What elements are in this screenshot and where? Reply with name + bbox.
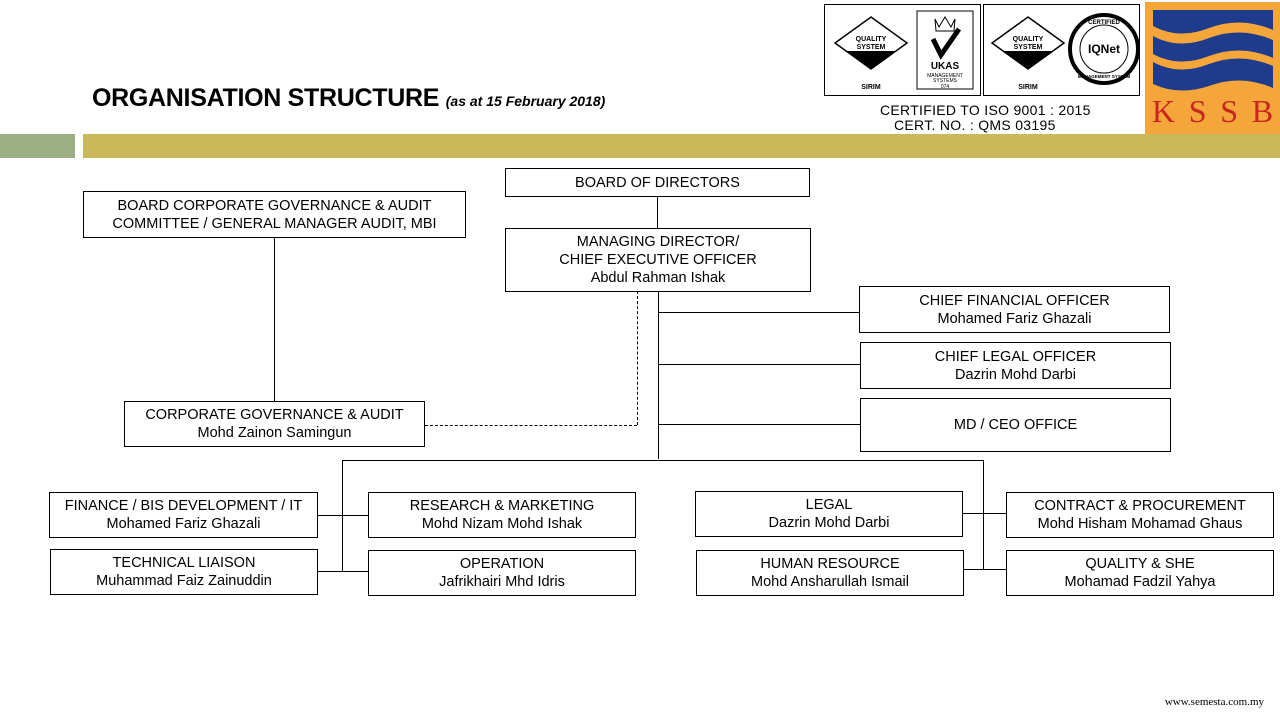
- title-main: ORGANISATION STRUCTURE: [92, 84, 440, 112]
- svg-text:MANAGEMENT: MANAGEMENT: [927, 73, 963, 79]
- box-title-line2: CHIEF EXECUTIVE OFFICER: [559, 252, 757, 268]
- md-ceo-office-box: MD / CEO OFFICE: [860, 398, 1171, 452]
- svg-text:UKAS: UKAS: [931, 61, 960, 72]
- box-title: MANAGING DIRECTOR/: [576, 234, 740, 250]
- quality-system-sirim-icon: QUALITY SYSTEM SIRIM UKAS MANAGEMENT SYS…: [833, 10, 974, 91]
- connector-hr-quality: [963, 569, 1006, 570]
- box-person-name: Mohd Ansharullah Ismail: [751, 574, 909, 590]
- finance-bis-development-box: FINANCE / BIS DEVELOPMENT / IT Mohamed F…: [49, 492, 318, 538]
- box-title-line2: COMMITTEE / GENERAL MANAGER AUDIT, MBI: [112, 215, 437, 232]
- svg-text:SIRIM: SIRIM: [1018, 84, 1038, 91]
- header-band-right: [83, 134, 1280, 158]
- logo-letter: K: [1151, 93, 1175, 129]
- svg-text:IQNet: IQNet: [1088, 42, 1120, 56]
- box-title: QUALITY & SHE: [1085, 556, 1195, 572]
- connector-md-office: [658, 424, 860, 425]
- human-resource-box: HUMAN RESOURCE Mohd Ansharullah Ismail: [696, 550, 964, 596]
- title-date: (as at 15 February 2018): [445, 93, 606, 109]
- wave-emblem-icon: [1153, 10, 1273, 91]
- logo-letter: B: [1251, 93, 1274, 129]
- box-title: HUMAN RESOURCE: [760, 556, 900, 572]
- connector-clo: [658, 364, 860, 365]
- box-person-name: Mohamed Fariz Ghazali: [937, 310, 1092, 327]
- box-person-name: Mohamad Fadzil Yahya: [1064, 574, 1216, 590]
- box-person-name: Muhammad Faiz Zainuddin: [96, 573, 272, 589]
- box-title: LEGAL: [805, 497, 853, 513]
- svg-text:SYSTEMS: SYSTEMS: [933, 78, 958, 84]
- page-title: ORGANISATION STRUCTURE (as at 15 Februar…: [92, 84, 605, 113]
- box-title: CHIEF LEGAL OFFICER: [934, 348, 1097, 365]
- dashed-connector-horizontal: [425, 425, 637, 426]
- board-of-directors-box: BOARD OF DIRECTORS: [505, 168, 810, 197]
- svg-text:CERTIFIED: CERTIFIED: [1088, 20, 1120, 26]
- kssb-logo: K S S B: [1145, 2, 1280, 134]
- svg-text:SIRIM: SIRIM: [861, 84, 881, 91]
- technical-liaison-box: TECHNICAL LIAISON Muhammad Faiz Zainuddi…: [50, 549, 318, 595]
- footer-url: www.semesta.com.my: [1164, 696, 1264, 708]
- operation-box: OPERATION Jafrikhairi Mhd Idris: [368, 550, 636, 596]
- connector-md-trunk: [658, 291, 659, 459]
- logo-letter: S: [1220, 93, 1239, 129]
- box-title: CORPORATE GOVERNANCE & AUDIT: [145, 407, 404, 423]
- audit-committee-box: BOARD CORPORATE GOVERNANCE & AUDIT COMMI…: [83, 191, 466, 238]
- quality-she-box: QUALITY & SHE Mohamad Fadzil Yahya: [1006, 550, 1274, 596]
- research-marketing-box: RESEARCH & MARKETING Mohd Nizam Mohd Ish…: [368, 492, 636, 538]
- box-person-name: Mohd Hisham Mohamad Ghaus: [1037, 516, 1243, 532]
- cert-number-line: CERT. NO. : QMS 03195: [894, 117, 1056, 133]
- clo-box: CHIEF LEGAL OFFICER Dazrin Mohd Darbi: [860, 342, 1171, 389]
- connector-right-branch: [983, 460, 984, 569]
- cfo-box: CHIEF FINANCIAL OFFICER Mohamed Fariz Gh…: [859, 286, 1170, 333]
- svg-text:SYSTEM: SYSTEM: [857, 44, 886, 51]
- box-title: TECHNICAL LIAISON: [112, 555, 256, 571]
- box-title: CHIEF FINANCIAL OFFICER: [919, 292, 1110, 309]
- svg-text:074: 074: [941, 84, 950, 90]
- connector-board-md: [657, 196, 658, 229]
- svg-text:QUALITY: QUALITY: [856, 36, 887, 43]
- logo-letter: S: [1188, 93, 1207, 129]
- connector-legal-contract: [963, 513, 1006, 514]
- box-title: OPERATION: [459, 556, 545, 572]
- connector-departments-bar: [342, 460, 984, 461]
- connector-left-branch: [342, 460, 343, 572]
- box-title: FINANCE / BIS DEVELOPMENT / IT: [64, 498, 303, 514]
- connector-technical-operation: [318, 571, 368, 572]
- connector-cfo: [658, 312, 860, 313]
- connector-finance-research: [318, 515, 368, 516]
- box-title: MD / CEO OFFICE: [953, 417, 1078, 433]
- header-band-left: [0, 134, 75, 158]
- kssb-logo-letters: K S S B: [1145, 93, 1280, 130]
- box-title: BOARD CORPORATE GOVERNANCE & AUDIT: [117, 197, 432, 214]
- corporate-governance-audit-box: CORPORATE GOVERNANCE & AUDIT Mohd Zainon…: [124, 401, 425, 447]
- managing-director-box: MANAGING DIRECTOR/ CHIEF EXECUTIVE OFFIC…: [505, 228, 811, 292]
- sirim-iqnet-certification-badge: QUALITY SYSTEM SIRIM CERTIFIED IQNet MAN…: [983, 4, 1140, 96]
- svg-text:MANAGEMENT SYSTEM: MANAGEMENT SYSTEM: [1078, 74, 1131, 79]
- box-person-name: Dazrin Mohd Darbi: [768, 515, 890, 531]
- box-title: CONTRACT & PROCUREMENT: [1034, 498, 1246, 514]
- iso-standard-line: CERTIFIED TO ISO 9001 : 2015: [880, 102, 1091, 118]
- box-person-name: Abdul Rahman Ishak: [590, 270, 726, 286]
- sirim-ukas-certification-badge: QUALITY SYSTEM SIRIM UKAS MANAGEMENT SYS…: [824, 4, 981, 96]
- dashed-connector-vertical: [637, 291, 638, 425]
- legal-box: LEGAL Dazrin Mohd Darbi: [695, 491, 963, 537]
- box-title: BOARD OF DIRECTORS: [575, 174, 740, 191]
- box-person-name: Mohd Zainon Samingun: [197, 425, 352, 441]
- box-person-name: Mohamed Fariz Ghazali: [106, 516, 261, 532]
- iso-certification-text: CERTIFIED TO ISO 9001 : 2015 CERT. NO. :…: [880, 103, 1091, 133]
- connector-audit-committee: [274, 237, 275, 402]
- box-person-name: Dazrin Mohd Darbi: [955, 366, 1076, 383]
- iqnet-certified-icon: QUALITY SYSTEM SIRIM CERTIFIED IQNet MAN…: [990, 13, 1140, 91]
- contract-procurement-box: CONTRACT & PROCUREMENT Mohd Hisham Moham…: [1006, 492, 1274, 538]
- svg-text:SYSTEM: SYSTEM: [1014, 44, 1043, 51]
- box-title: RESEARCH & MARKETING: [409, 498, 595, 514]
- box-person-name: Jafrikhairi Mhd Idris: [439, 574, 565, 590]
- box-person-name: Mohd Nizam Mohd Ishak: [421, 516, 583, 532]
- svg-text:QUALITY: QUALITY: [1013, 36, 1044, 43]
